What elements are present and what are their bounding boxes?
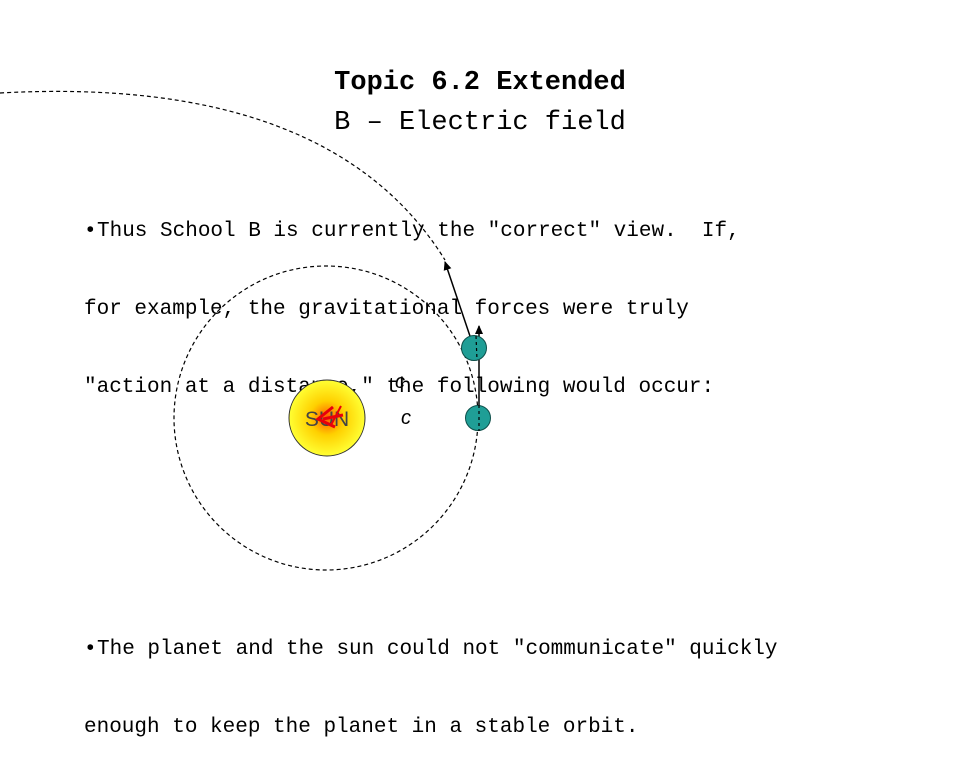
intro-line-1: •Thus School B is currently the "correct… [84, 220, 740, 243]
speed-label-upper: c [395, 371, 405, 393]
intro-line-2: for example, the gravitational forces we… [84, 298, 689, 321]
bullet-icon: • [84, 220, 97, 243]
planet-escape-arrow [443, 261, 475, 349]
speed-label-lower: c [401, 407, 411, 429]
conclusion-paragraph: •The planet and the sun could not "commu… [84, 585, 904, 767]
slide-title: Topic 6.2 Extended [334, 68, 626, 98]
conclusion-line-1: •The planet and the sun could not "commu… [84, 638, 778, 661]
gravity-pull-arrow [315, 405, 344, 429]
orbit-diagram: SUN c c [0, 90, 491, 571]
slide-subtitle: B – Electric field [334, 108, 626, 138]
bullet-icon: • [84, 638, 97, 661]
conclusion-line-2: enough to keep the planet in a stable or… [84, 716, 639, 739]
planet-upper [461, 335, 487, 361]
escape-path [0, 90, 446, 261]
planet-lower [465, 405, 491, 431]
